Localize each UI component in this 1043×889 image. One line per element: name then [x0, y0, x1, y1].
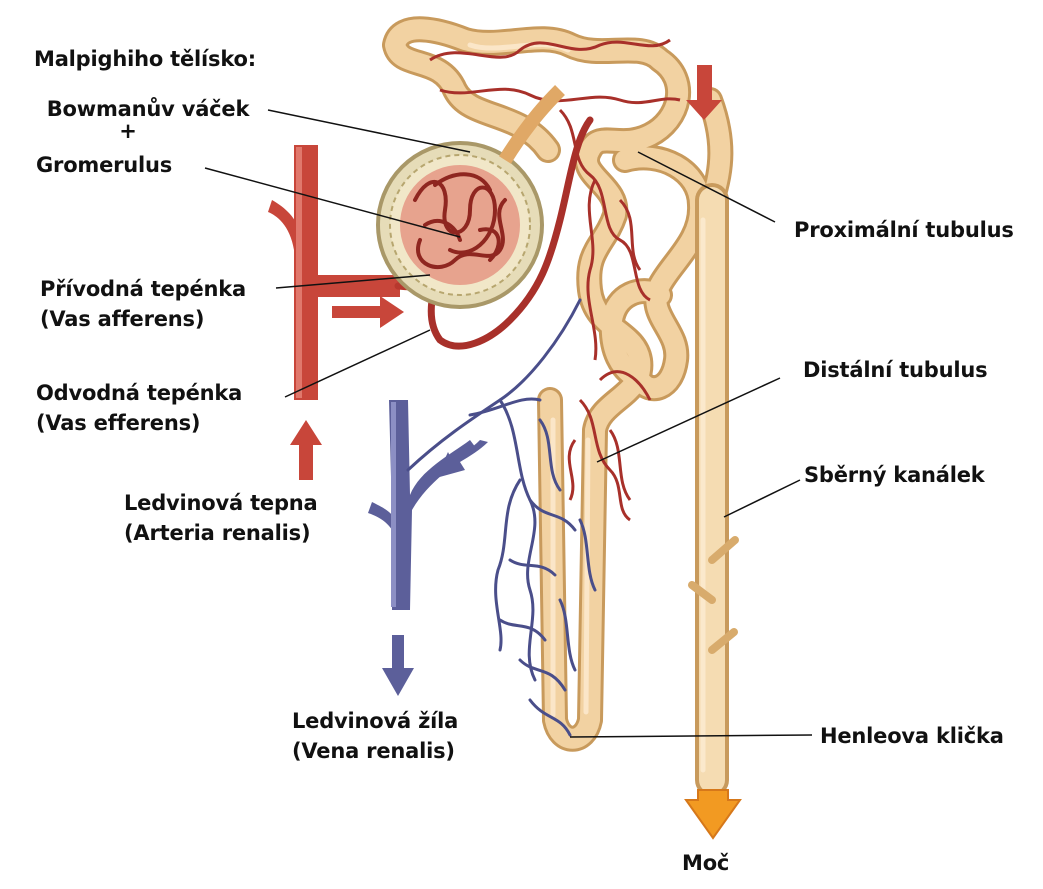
label-malpighian-body: Malpighiho tělísko: — [34, 44, 256, 74]
label-afferent-cs: Přívodná tepénka — [40, 274, 246, 304]
label-collecting-duct: Sběrný kanálek — [804, 460, 985, 490]
leader-collecting — [724, 480, 800, 517]
label-proximal-tubule: Proximální tubulus — [794, 215, 1014, 245]
label-vein-cs: Ledvinová žíla — [292, 706, 458, 736]
label-efferent-cs: Odvodná tepénka — [36, 378, 242, 408]
renal-vein — [368, 400, 488, 696]
label-afferent-arteriole: Přívodná tepénka (Vas afferens) — [40, 274, 246, 334]
renal-artery — [268, 145, 400, 400]
tubule-system — [395, 29, 735, 780]
label-artery-cs: Ledvinová tepna — [124, 488, 318, 518]
label-loop-of-henle: Henleova klička — [820, 721, 1004, 751]
label-efferent-arteriole: Odvodná tepénka (Vas efferens) — [36, 378, 242, 438]
leader-henle — [570, 735, 812, 737]
label-glomerulus: Gromerulus — [36, 150, 172, 180]
label-renal-artery: Ledvinová tepna (Arteria renalis) — [124, 488, 318, 548]
label-urine: Moč — [682, 848, 729, 878]
glomerulus-capsule — [378, 90, 560, 307]
label-plus: + — [28, 120, 228, 142]
label-distal-tubule: Distální tubulus — [803, 355, 987, 385]
label-artery-la: (Arteria renalis) — [124, 518, 318, 548]
label-vein-la: (Vena renalis) — [292, 736, 458, 766]
label-efferent-la: (Vas efferens) — [36, 408, 242, 438]
label-renal-vein: Ledvinová žíla (Vena renalis) — [292, 706, 458, 766]
label-afferent-la: (Vas afferens) — [40, 304, 246, 334]
urine-arrow — [686, 790, 740, 838]
